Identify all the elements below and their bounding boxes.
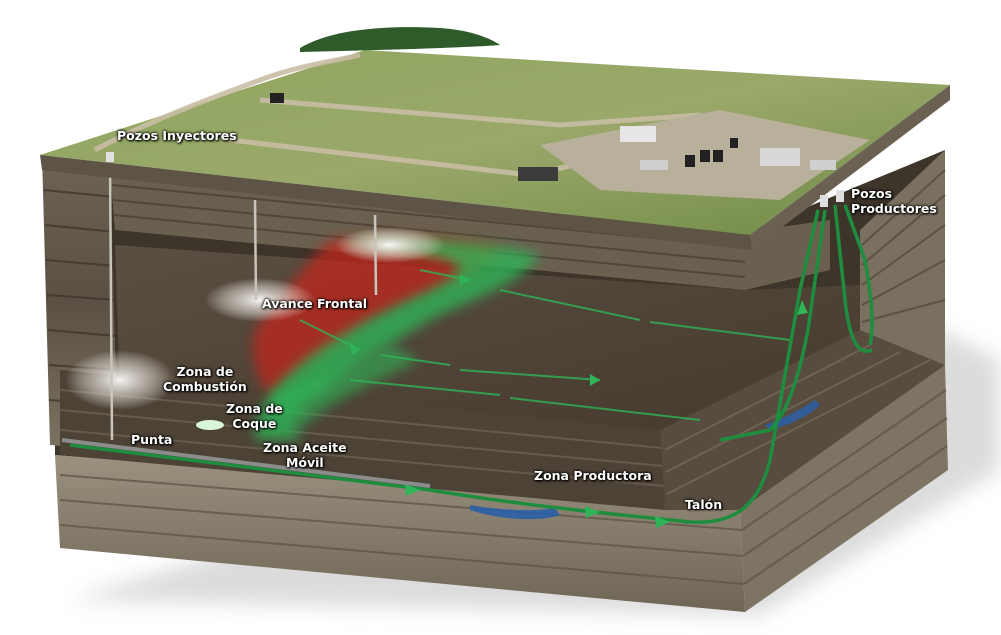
heel-label: Talón: [685, 497, 723, 512]
producer-wells-label-line1: Pozos: [851, 186, 893, 201]
combustion-zone-label-line1: Zona de: [176, 364, 234, 379]
producing-zone-label: Zona Productora: [534, 468, 652, 483]
combustion-zone-label-line2: Combustión: [163, 379, 247, 394]
combustion-zone-label: Zona de Combustión: [163, 364, 247, 394]
producer-wells-label-line2: Productores: [851, 201, 937, 216]
frontal-advance-label: Avance Frontal: [262, 296, 368, 311]
injector-wells-label: Pozos Inyectores: [117, 128, 237, 143]
mobile-oil-zone-label-line1: Zona Aceite: [263, 440, 347, 455]
coke-zone-label: Zona de Coque: [226, 401, 283, 431]
coke-zone-label-line1: Zona de: [226, 401, 283, 416]
producer-wells-label: Pozos Productores: [851, 186, 937, 216]
coke-zone-label-line2: Coque: [232, 416, 277, 431]
mobile-oil-zone-label-line2: Móvil: [285, 455, 324, 470]
mobile-oil-zone-label: Zona Aceite Móvil: [263, 440, 347, 470]
toe-label: Punta: [131, 432, 173, 447]
